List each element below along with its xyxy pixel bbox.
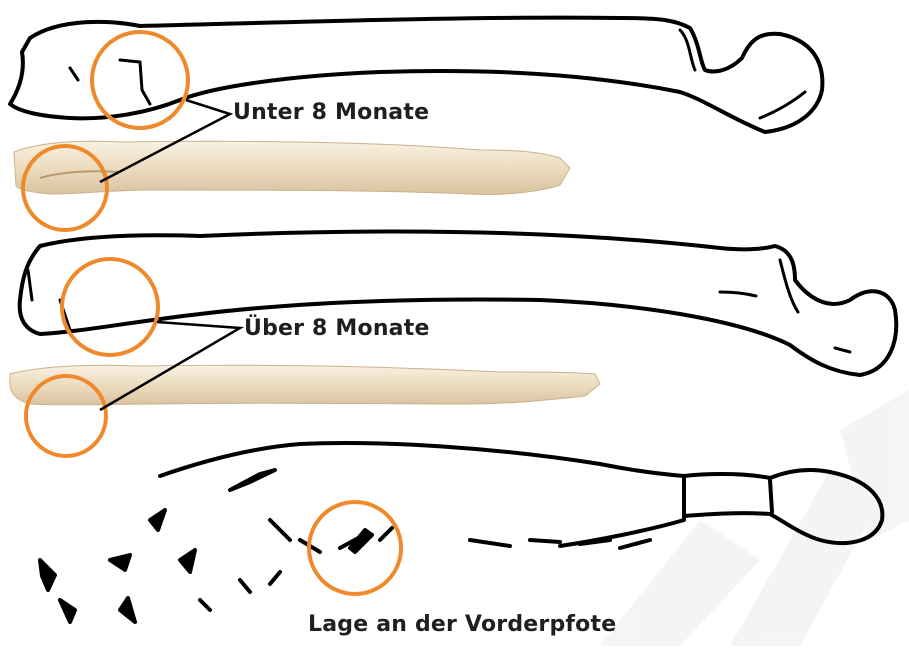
forepaw-sketch [40,443,882,622]
label-forepaw-position: Lage an der Vorderpfote [308,612,616,637]
bone-photo-young [14,141,570,194]
bone-drawing-adult [20,232,897,375]
bone-photo-adult [10,365,600,405]
highlight-circle-adult-drawing [62,259,158,355]
label-over-8-months: Über 8 Monate [244,316,430,341]
watermark [600,390,909,646]
label-under-8-months: Unter 8 Monate [233,100,429,125]
